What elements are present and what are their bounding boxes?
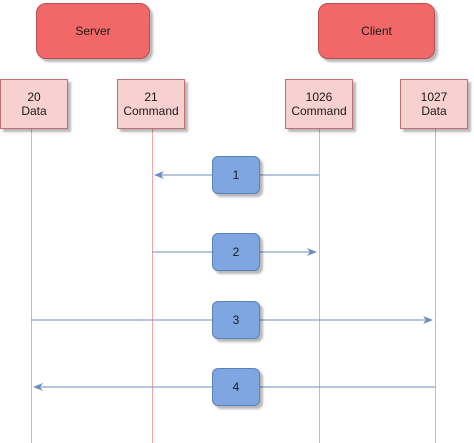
port-number: 1026 — [305, 90, 333, 104]
lifeline-port-1026 — [319, 129, 320, 443]
step-box-1: 1 — [212, 156, 260, 194]
lifeline-port-20 — [31, 129, 32, 443]
port-box-1026: 1026 Command — [285, 79, 353, 129]
step-box-2: 2 — [212, 233, 260, 271]
port-number: 1027 — [420, 90, 448, 104]
step-box-4: 4 — [212, 368, 260, 406]
lifeline-port-21 — [152, 129, 153, 443]
port-role: Command — [291, 104, 347, 118]
client-label: Client — [361, 24, 392, 38]
step-label: 2 — [232, 245, 240, 259]
lifeline-port-1027 — [435, 129, 436, 443]
port-box-1027: 1027 Data — [400, 79, 468, 129]
port-box-21: 21 Command — [117, 79, 185, 129]
server-header: Server — [36, 3, 150, 59]
port-number: 21 — [144, 90, 158, 104]
step-label: 4 — [232, 380, 240, 394]
port-number: 20 — [27, 90, 41, 104]
port-role: Data — [21, 104, 47, 118]
step-label: 3 — [232, 313, 240, 327]
port-box-20: 20 Data — [0, 79, 68, 129]
step-label: 1 — [232, 168, 240, 182]
port-role: Command — [123, 104, 179, 118]
client-header: Client — [318, 3, 435, 59]
server-label: Server — [75, 24, 111, 38]
step-box-3: 3 — [212, 301, 260, 339]
port-role: Data — [421, 104, 447, 118]
